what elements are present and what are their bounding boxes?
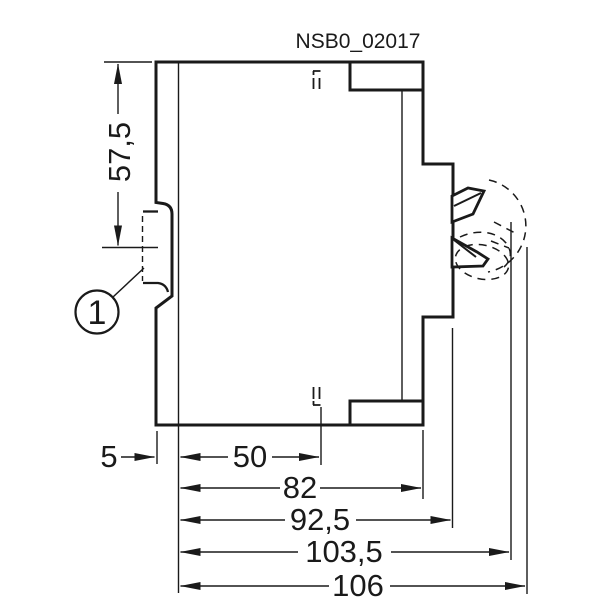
top-terminal-notch (348, 62, 423, 92)
callout-label: 1 (88, 294, 107, 332)
dim-50-label: 50 (233, 439, 267, 474)
handle-alt-position-ellipse (454, 243, 510, 281)
bottom-clip-mark (312, 387, 321, 406)
din-clip-lower-tab (143, 281, 170, 293)
callout-circle (74, 289, 120, 335)
callout: 1 (74, 267, 145, 335)
dim-82-label: 82 (283, 470, 317, 505)
drawing-title: NSB0_02017 (296, 30, 421, 53)
dim-92-5-label: 92,5 (290, 502, 350, 537)
dim-106-label: 106 (332, 568, 384, 600)
dim-57-5-label: 57,5 (102, 122, 137, 182)
body-outline (154, 60, 455, 427)
handle-swing-arc (487, 179, 527, 273)
rotary-handle (450, 179, 527, 281)
dim-5-label: 5 (100, 439, 117, 474)
bottom-dimensions (121, 222, 528, 594)
callout-leader-line (112, 267, 145, 298)
top-clip-mark (312, 70, 321, 89)
handle-upper-crease (453, 192, 482, 207)
dimension-57-5 (104, 61, 152, 246)
handle-lower-crease (453, 239, 477, 258)
dim-103-5-label: 103,5 (305, 534, 383, 569)
handle-inner-arc (459, 231, 512, 268)
din-clip-detail (102, 210, 170, 293)
bottom-terminal-notch (348, 399, 423, 425)
